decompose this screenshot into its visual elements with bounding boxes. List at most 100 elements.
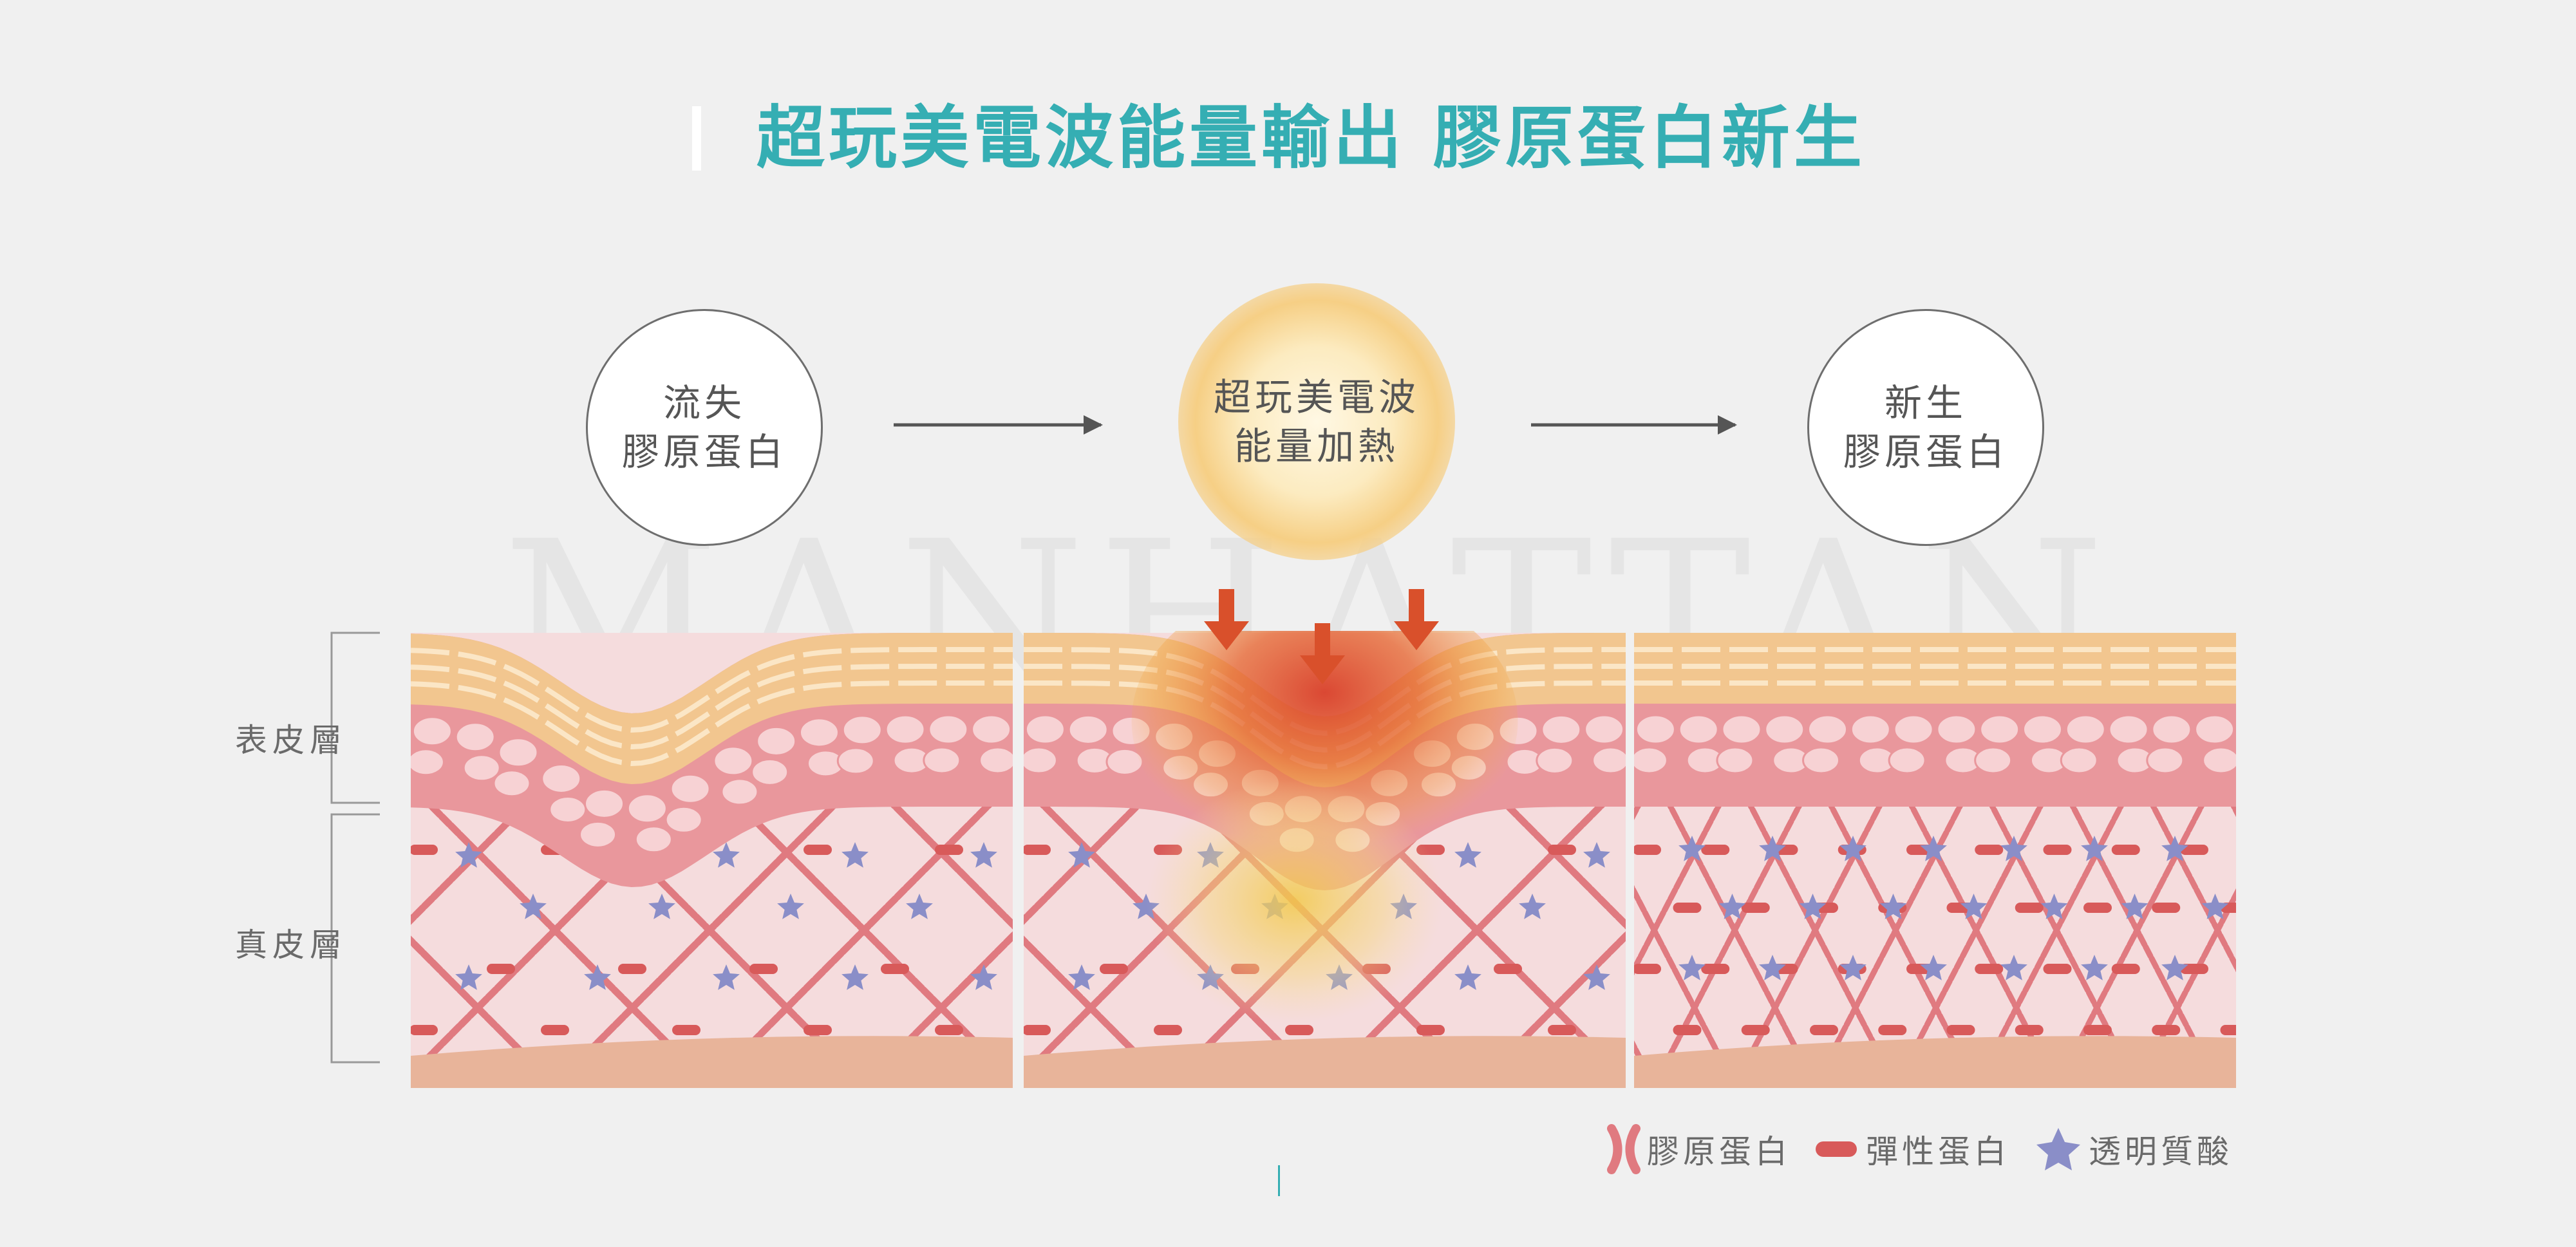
elastin-pill-icon	[1816, 1141, 1857, 1157]
elastin-fiber	[1701, 845, 1730, 855]
collagen-fiber	[1824, 795, 1967, 1065]
skin-cell	[798, 717, 840, 748]
elastin-fiber	[2043, 845, 2072, 855]
step-2-line-2: 能量加熱	[1234, 424, 1399, 468]
skin-panel-before	[0, 633, 1013, 1088]
collagen-fiber	[2471, 798, 2576, 1062]
elastin-fiber	[935, 1025, 963, 1035]
elastin-fiber	[2220, 1025, 2236, 1035]
skin-cell	[2202, 746, 2236, 774]
collagen-fiber	[2552, 798, 2576, 1062]
skin-cell	[1541, 714, 1582, 745]
elastin-fiber	[1975, 964, 2004, 974]
title-accent-bar	[692, 106, 701, 171]
step-1-line-1: 流失	[663, 381, 746, 425]
collagen-fiber	[2471, 798, 2576, 1062]
skin-cell	[2146, 746, 2185, 774]
hyaluronic-acid-star	[1068, 964, 1095, 990]
stratum-corneum	[411, 633, 1013, 784]
step-energy-heating-glow: 超玩美電波 能量加熱	[1178, 283, 1455, 560]
collagen-fiber	[1024, 794, 1149, 925]
elastin-fiber	[1634, 845, 1661, 855]
epidermis-bracket	[330, 632, 380, 804]
elastin-fiber	[804, 845, 832, 855]
collagen-fiber	[1904, 795, 2047, 1065]
collagen-lattice	[0, 794, 1013, 1066]
hyaluronic-acid-star	[2121, 894, 2148, 919]
corneum-cell-row	[411, 664, 1013, 750]
elastin-fiber	[1673, 903, 1702, 913]
skin-cell	[1067, 714, 1109, 745]
hyaluronic-acid-star	[1068, 842, 1095, 868]
subcutaneous-layer	[1634, 1036, 2236, 1088]
skin-panel-after	[1634, 633, 2576, 1088]
elastin-fiber	[2180, 845, 2208, 855]
skin-cell	[541, 763, 582, 794]
collagen-fiber	[411, 935, 536, 1066]
elastin-fiber	[804, 1025, 832, 1035]
hyaluronic-star-icon	[2036, 1128, 2080, 1170]
hyaluronic-acid-star	[648, 894, 675, 919]
skin-cell	[1936, 714, 1977, 745]
legend-elastin: 彈性蛋白	[1866, 1127, 2010, 1172]
hyaluronic-acid-star	[1920, 836, 1947, 861]
step-lost-collagen-circle: 流失 膠原蛋白	[586, 309, 823, 546]
elastin-fiber	[881, 964, 909, 974]
skin-cell	[971, 714, 1012, 745]
hyaluronic-acid-star	[713, 842, 740, 868]
hyaluronic-acid-star	[970, 842, 997, 868]
elastin-fiber	[1100, 964, 1128, 974]
elastin-fiber	[411, 845, 438, 855]
elastin-fiber	[618, 964, 646, 974]
collagen-fiber	[883, 794, 1013, 930]
elastin-fiber	[2180, 964, 2208, 974]
skin-cell	[1584, 714, 1625, 745]
skin-cell	[411, 748, 445, 776]
hyaluronic-acid-star	[584, 964, 611, 990]
elastin-fiber	[2111, 845, 2140, 855]
hyaluronic-acid-star	[906, 894, 933, 919]
subcutaneous-layer	[411, 1036, 1013, 1088]
hyaluronic-acid-star	[455, 842, 482, 868]
corneum-cell-row	[411, 647, 1013, 733]
subcutaneous-layer	[1024, 1036, 1626, 1088]
collagen-fiber	[2065, 795, 2208, 1065]
legend-elastin-label: 彈性蛋白	[1866, 1133, 2010, 1170]
skin-cell	[1716, 746, 1754, 774]
page-title: 超玩美電波能量輸出 膠原蛋白新生	[757, 98, 1866, 178]
hyaluronic-acid-star	[841, 842, 869, 868]
skin-cell	[1974, 746, 2013, 774]
collagen-fiber	[2226, 795, 2236, 818]
hyaluronic-acid-star	[1960, 894, 1988, 919]
collagen-fiber	[2310, 798, 2447, 1062]
collagen-fiber	[1024, 935, 1149, 1066]
step-2-line-1: 超玩美電波	[1213, 375, 1420, 419]
hyaluronic-acid-star	[2040, 894, 2068, 919]
hyaluronic-acid-star	[520, 894, 547, 919]
hyaluronic-acid-star	[1920, 955, 1947, 980]
skin-cell	[1024, 746, 1058, 774]
skin-cell	[455, 722, 496, 753]
dermis-bracket	[330, 813, 380, 1064]
hyaluronic-acid-star	[2081, 955, 2108, 980]
elastin-fiber	[2111, 964, 2140, 974]
elastin-fiber	[487, 964, 515, 974]
elastin-fiber	[1975, 845, 2004, 855]
hyaluronic-acid-star	[1799, 894, 1827, 919]
collagen-fiber	[1634, 795, 1725, 976]
collagen-fiber	[0, 798, 223, 1062]
hyaluronic-acid-star	[970, 964, 997, 990]
skin-cell	[1635, 714, 1676, 745]
skin-cell	[713, 745, 754, 776]
skin-cell	[493, 769, 531, 798]
skin-cell	[498, 737, 539, 768]
hyaluronic-acid-star	[1759, 955, 1786, 980]
collagen-fiber	[2146, 888, 2236, 1065]
skin-cell	[923, 746, 961, 774]
elastin-fiber	[2083, 903, 2112, 913]
skin-cell	[756, 726, 797, 756]
hyaluronic-acid-star	[1839, 836, 1866, 861]
hyaluronic-acid-star	[2201, 894, 2229, 919]
hyaluronic-acid-star	[2161, 955, 2188, 980]
